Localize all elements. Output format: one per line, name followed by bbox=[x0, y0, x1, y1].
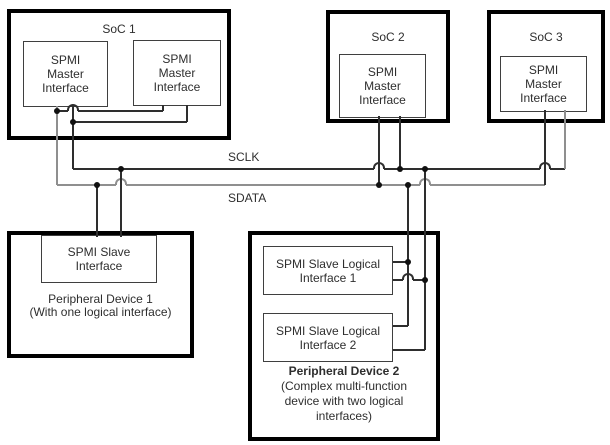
soc3-master-label-line1: SPMI bbox=[528, 63, 559, 77]
soc2-title: SoC 2 bbox=[371, 30, 405, 44]
pd1-caption: Peripheral Device 1 (With one logical in… bbox=[7, 293, 194, 319]
soc2-master-label-line1: SPMI bbox=[367, 65, 398, 79]
junction-pd2-sclk bbox=[422, 166, 428, 172]
soc1-master-2-label-line3: Interface bbox=[153, 80, 201, 94]
pd2-caption-line2: device with two logical bbox=[284, 394, 404, 408]
pd1-caption-line1: Peripheral Device 1 bbox=[48, 292, 153, 306]
junction-pd2-if1-sclk bbox=[422, 277, 428, 283]
junction-soc1-sclk bbox=[70, 119, 76, 125]
pd1-slave-interface-box: SPMI Slave Interface bbox=[41, 235, 157, 283]
pd2-if2-label-line1: SPMI Slave Logical bbox=[275, 323, 381, 338]
soc2-master-label-line3: Interface bbox=[359, 93, 406, 107]
pd2-caption: Peripheral Device 2 (Complex multi-funct… bbox=[248, 364, 440, 424]
junction-pd1-sclk bbox=[118, 166, 124, 172]
soc1-master2-sclk-riser bbox=[186, 105, 188, 122]
pd2-caption-line1: (Complex multi-function bbox=[280, 379, 408, 393]
soc1-master-interface-1-box: SPMI Master Interface bbox=[23, 41, 108, 107]
soc3-master-interface-box: SPMI Master Interface bbox=[500, 56, 587, 112]
sclk-bus-line bbox=[73, 168, 565, 170]
soc3-master-label-line2: Master bbox=[525, 77, 562, 91]
pd2-sclk-drop bbox=[424, 169, 426, 350]
junction-pd2-if1-sdata bbox=[405, 259, 411, 265]
pd2-slave-logical-interface-2-box: SPMI Slave Logical Interface 2 bbox=[263, 313, 393, 362]
soc1-master-2-label-line1: SPMI bbox=[162, 52, 192, 66]
soc1-master-2-label-line2: Master bbox=[158, 66, 196, 80]
soc1-master2-sclk-link bbox=[73, 121, 187, 123]
soc3-sclk-drop bbox=[564, 110, 566, 169]
soc1-master-1-label-line2: Master bbox=[47, 67, 84, 81]
soc3-sdata-drop bbox=[544, 110, 546, 185]
pd2-if2-sclk-stub bbox=[393, 349, 425, 351]
soc1-master-1-label-line3: Interface bbox=[42, 81, 89, 95]
pd2-if1-label-line2: Interface 1 bbox=[299, 270, 357, 285]
pd1-caption-line2: (With one logical interface) bbox=[29, 305, 172, 319]
sdata-bus-label: SDATA bbox=[228, 191, 267, 205]
pd2-caption-title: Peripheral Device 2 bbox=[288, 364, 400, 378]
pd2-caption-line3: interfaces) bbox=[315, 409, 373, 423]
soc1-master-interface-2-box: SPMI Master Interface bbox=[133, 40, 221, 106]
pd2-if1-label-line1: SPMI Slave Logical bbox=[275, 256, 381, 271]
soc3-title: SoC 3 bbox=[529, 30, 563, 44]
soc3-master-label-line3: Interface bbox=[520, 91, 567, 105]
pd1-sclk-drop bbox=[120, 169, 122, 237]
soc2-sdata-drop bbox=[378, 116, 380, 185]
junction-soc2-sdata bbox=[376, 182, 382, 188]
pd2-if2-label-line2: Interface 2 bbox=[299, 337, 357, 352]
soc2-master-interface-box: SPMI Master Interface bbox=[339, 54, 426, 118]
soc1-master2-sdata-riser bbox=[162, 105, 164, 111]
pd1-slave-label-line1: SPMI Slave bbox=[67, 245, 131, 259]
soc1-master1-sdata-drop bbox=[56, 106, 58, 185]
pd2-if1-sdata-stub bbox=[393, 261, 408, 263]
soc2-master-label-line2: Master bbox=[364, 79, 401, 93]
soc1-master1-sclk-drop bbox=[72, 105, 74, 169]
junction-soc1-sdata bbox=[54, 108, 60, 114]
junction-pd2-sdata bbox=[405, 182, 411, 188]
junction-soc2-sclk bbox=[397, 166, 403, 172]
pd1-sdata-drop bbox=[96, 185, 98, 237]
pd2-slave-logical-interface-1-box: SPMI Slave Logical Interface 1 bbox=[263, 246, 393, 295]
junction-pd1-sdata bbox=[94, 182, 100, 188]
soc1-master2-sdata-link bbox=[57, 110, 163, 112]
pd2-if2-sdata-stub bbox=[393, 325, 408, 327]
soc2-sclk-drop bbox=[399, 116, 401, 169]
sdata-bus-line bbox=[57, 184, 545, 186]
pd1-slave-label-line2: Interface bbox=[75, 259, 123, 273]
sclk-bus-label: SCLK bbox=[228, 150, 260, 164]
soc1-title: SoC 1 bbox=[102, 22, 136, 36]
pd2-sdata-drop bbox=[407, 185, 409, 326]
soc1-master-1-label-line1: SPMI bbox=[50, 53, 81, 67]
